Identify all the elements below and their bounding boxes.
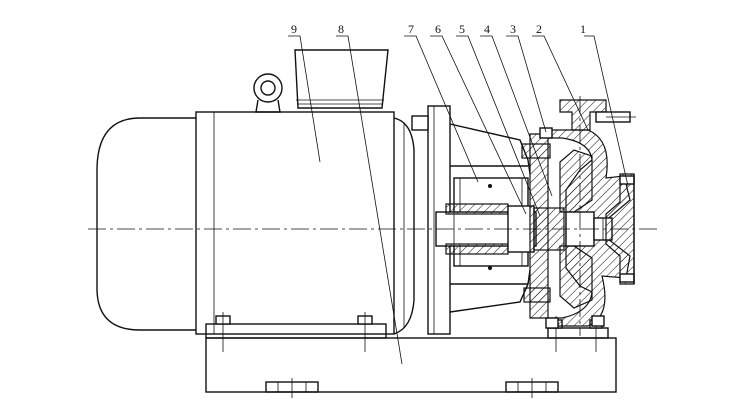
label-3: 3: [510, 22, 516, 36]
label-8: 8: [338, 22, 344, 36]
leader-lines: [288, 35, 629, 365]
motor: [96, 49, 415, 335]
label-9: 9: [291, 22, 297, 36]
label-7: 7: [408, 22, 414, 36]
label-2: 2: [536, 22, 542, 36]
label-6: 6: [435, 22, 441, 36]
label-4: 4: [484, 22, 490, 36]
part-labels: 1 2 3 4 5 6 7 8 9: [291, 22, 586, 36]
label-5: 5: [459, 22, 465, 36]
impeller: [559, 149, 613, 309]
label-1: 1: [580, 22, 586, 36]
